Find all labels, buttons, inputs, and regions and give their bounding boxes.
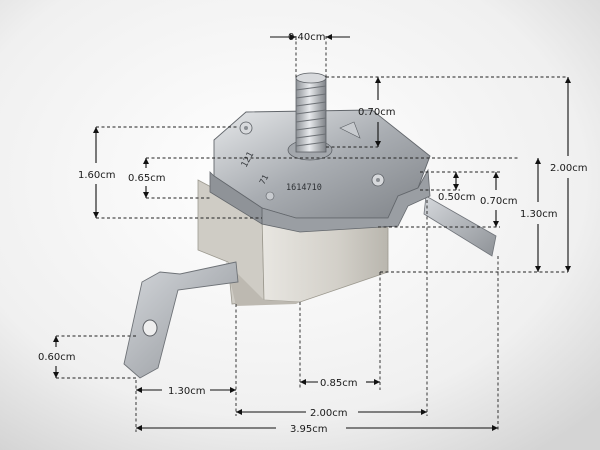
label-stud-height: 0.70cm: [358, 107, 396, 118]
label-terminal-height: 0.60cm: [38, 352, 76, 363]
label-terminal-width: 1.30cm: [168, 386, 206, 397]
label-tab-gap: 0.50cm: [438, 192, 476, 203]
label-total-width: 3.95cm: [290, 424, 328, 435]
label-top-width: 0.40cm: [288, 32, 326, 43]
label-tab-height: 0.70cm: [480, 196, 518, 207]
label-body-height: 1.30cm: [520, 209, 558, 220]
label-total-height: 2.00cm: [550, 163, 588, 174]
dimension-arrows: [53, 34, 571, 431]
marking-line3: 71: [258, 173, 271, 186]
label-body-width: 2.00cm: [310, 408, 348, 419]
marking-line2: 1614710: [286, 183, 322, 193]
label-center-width: 0.85cm: [320, 378, 358, 389]
extension-lines: [56, 36, 568, 432]
dimension-labels: 0.40cm 0.70cm 1.60cm 0.65cm 2.00cm 0.50c…: [38, 32, 588, 435]
label-left-height: 1.60cm: [78, 170, 116, 181]
label-inner-height: 0.65cm: [128, 173, 166, 184]
thermostat-part: 121 1614710 71: [123, 72, 497, 379]
